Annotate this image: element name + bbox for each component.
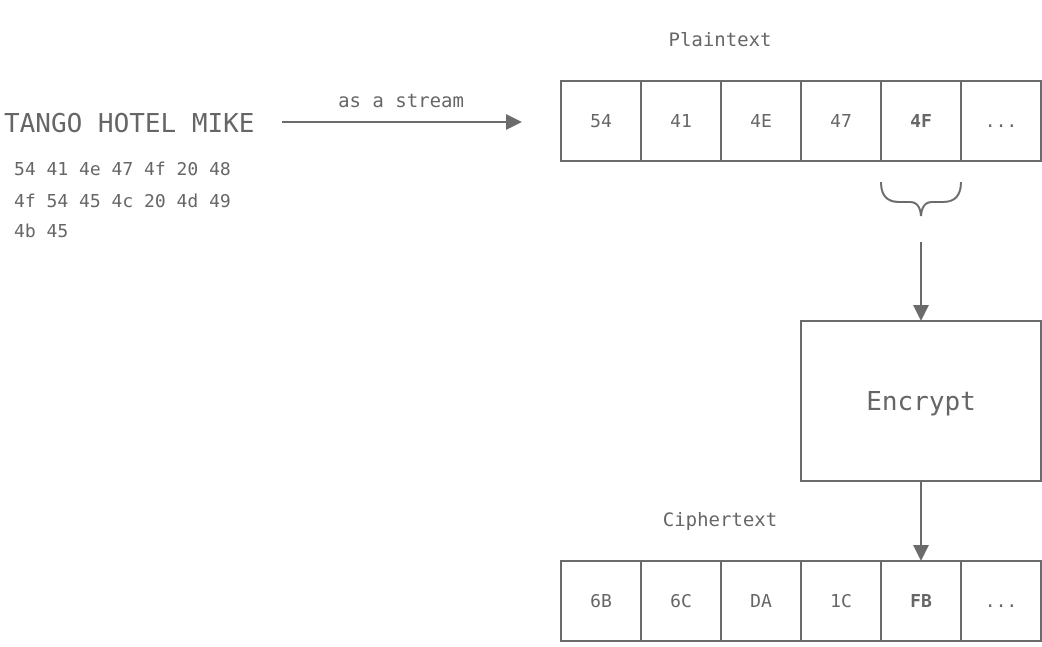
ciphertext-cell <box>560 560 642 642</box>
hex-line-3: 4b 45 <box>14 221 68 242</box>
hex-line-2: 4f 54 45 4c 20 4d 49 <box>14 191 231 212</box>
plaintext-cell-value: ... <box>985 111 1018 132</box>
ciphertext-cell-value: 1C <box>830 591 852 612</box>
ciphertext-cell-value: DA <box>750 591 772 612</box>
plaintext-cell <box>640 80 722 162</box>
ciphertext-cell-value: ... <box>985 591 1018 612</box>
ciphertext-cell <box>640 560 722 642</box>
plaintext-cell-value: 47 <box>830 111 852 132</box>
ciphertext-cell <box>880 560 962 642</box>
message-text: TANGO HOTEL MIKE <box>4 109 254 139</box>
ciphertext-cell-value: FB <box>910 591 932 612</box>
ciphertext-cell <box>800 560 882 642</box>
plaintext-cell-value: 54 <box>590 111 612 132</box>
plaintext-to-encrypt-arrow <box>913 242 929 321</box>
ciphertext-cell-value: 6C <box>670 591 692 612</box>
encrypt-label: Encrypt <box>866 387 976 417</box>
plaintext-cell <box>720 80 802 162</box>
hex-line-1: 54 41 4e 47 4f 20 48 <box>14 159 231 180</box>
selection-brace <box>880 181 962 217</box>
encrypt-to-ciphertext-arrow <box>913 481 929 561</box>
ciphertext-cell-value: 6B <box>590 591 612 612</box>
ciphertext-title: Ciphertext <box>663 509 777 531</box>
encrypt-box <box>800 320 1042 482</box>
plaintext-cells: 54 41 4E 47 4F... <box>560 80 1042 162</box>
ciphertext-cell <box>720 560 802 642</box>
plaintext-cell-value: 4F <box>910 111 932 132</box>
plaintext-cell-value: 4E <box>750 111 772 132</box>
ciphertext-cell <box>960 560 1042 642</box>
stream-arrow-head <box>506 114 522 130</box>
plaintext-to-encrypt-head <box>913 305 929 321</box>
plaintext-title: Plaintext <box>669 29 772 51</box>
encrypt-to-ciphertext-head <box>913 545 929 561</box>
plaintext-cell-value: 41 <box>670 111 692 132</box>
stream-label: as a stream <box>338 90 464 112</box>
ciphertext-cells: 6B 6C DA 1C FB... <box>560 560 1042 642</box>
plaintext-cell <box>960 80 1042 162</box>
stream-arrow <box>282 114 522 130</box>
